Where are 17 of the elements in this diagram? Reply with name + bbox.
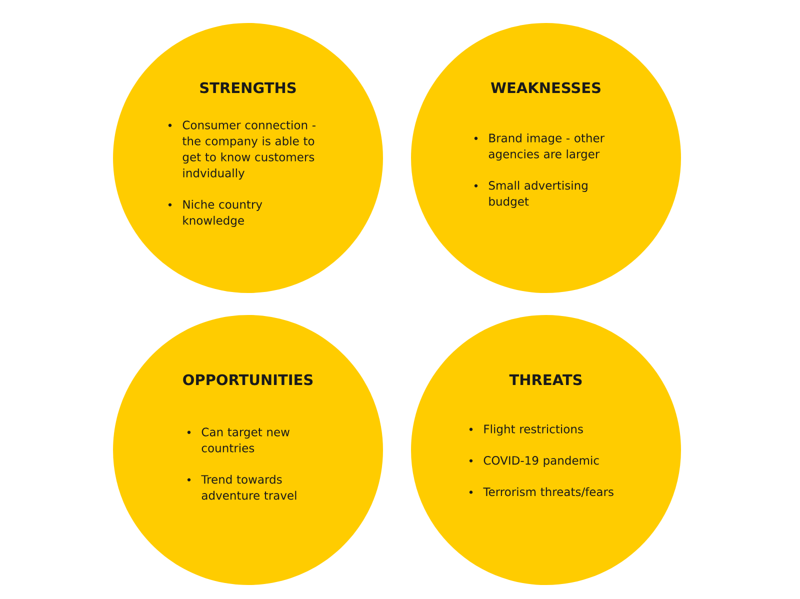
bullet-text: Flight restrictions: [484, 424, 583, 436]
bullet-text: Consumer connection - the company is able to get to know customers indvidually: [182, 120, 316, 180]
bullet-text: COVID-19 pandemic: [484, 456, 599, 467]
bullet-text: Can target new countries: [202, 428, 290, 452]
circle-card: [113, 315, 383, 585]
circle-card: [113, 23, 383, 293]
circle-card: [411, 315, 681, 585]
circle-card: [411, 23, 681, 293]
bullet-text: Small advertising budget: [488, 180, 588, 208]
bullet-text: Brand image - other agencies are larger: [488, 133, 605, 161]
bullet-text: Trend towards adventure travel: [201, 474, 296, 500]
heading: WEAKNESSES: [490, 82, 600, 94]
heading: STRENGTHS: [200, 82, 296, 94]
heading: OPPORTUNITIES: [183, 374, 313, 386]
bullet-text: Niche country knowledge: [183, 200, 262, 227]
heading: THREATS: [509, 374, 582, 386]
bullet-text: Terrorism threats/fears: [483, 487, 614, 498]
